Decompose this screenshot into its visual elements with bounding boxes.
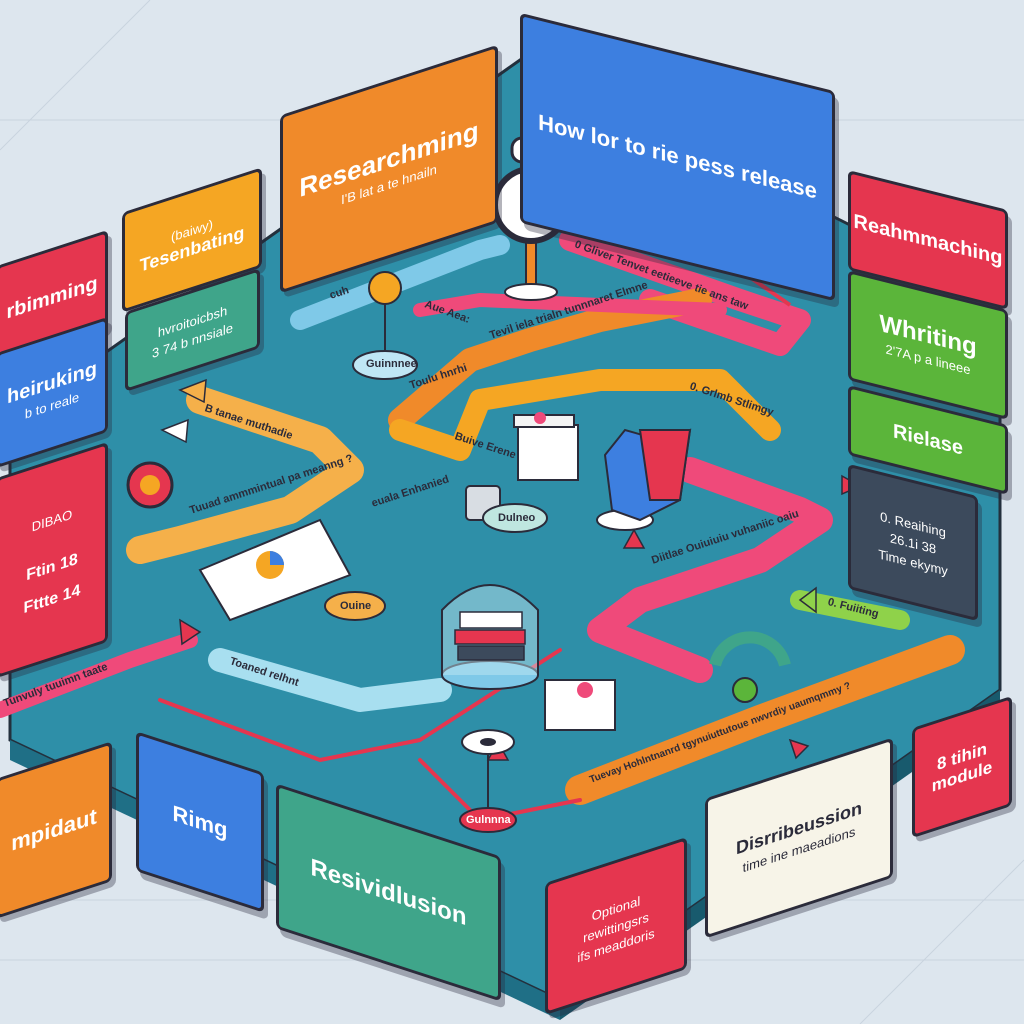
path-orange-2 bbox=[389, 369, 781, 461]
card-left-red-block: DIBAO Ftin 18 Fttte 14 bbox=[0, 441, 108, 679]
card-researching: Researchming I'B lat a te hnailn bbox=[280, 44, 498, 294]
card-left-red-block-line2: Fttte 14 bbox=[23, 582, 81, 618]
card-left-red-block-line1: Ftin 18 bbox=[26, 550, 78, 585]
card-rielase-text: Rielase bbox=[892, 419, 964, 460]
sun-target-icon bbox=[126, 461, 174, 509]
flow-paths bbox=[0, 229, 965, 822]
progress-dial-icon bbox=[709, 631, 791, 703]
path-label-7: Tuuad ammmintual pa meanng ? bbox=[188, 452, 355, 517]
card-left-red-block-top: DIBAO bbox=[31, 506, 73, 535]
node-label-2: Ouine bbox=[340, 600, 372, 612]
arrow-bottom-right bbox=[788, 738, 810, 760]
path-label-2: Aue Aea: bbox=[422, 298, 472, 326]
card-dark-panel: 0. Reaihing 26.1i 38 Time ekymy bbox=[848, 463, 978, 622]
path-blue-bottom bbox=[208, 648, 452, 712]
arrow-green bbox=[798, 586, 817, 614]
path-label-5: B tanae muthadie bbox=[203, 402, 295, 443]
arrow-left-red bbox=[179, 618, 202, 646]
arrow-left-orange bbox=[178, 378, 207, 404]
card-resividlusion-text: Resividlusion bbox=[310, 853, 467, 932]
path-label-8: euala Enhanied bbox=[370, 473, 451, 510]
path-label-10: Diitlae Ouiuiuiu vuhaniic oaiu bbox=[650, 507, 801, 567]
balloon-pin-icon bbox=[352, 271, 418, 380]
card-reahmmaching-text: Reahmmaching bbox=[853, 209, 1003, 270]
node-oval-3 bbox=[459, 807, 517, 833]
path-red-line-mid bbox=[158, 648, 562, 762]
card-left-red-text: rbimming bbox=[6, 271, 98, 324]
card-rimg-text: Rimg bbox=[172, 800, 228, 844]
glass-dome-books-icon bbox=[441, 584, 539, 690]
card-optional: Optional rewittingsrs ifs meaddoris bbox=[545, 836, 687, 1016]
path-pink-right bbox=[587, 457, 833, 683]
path-label-6: Buive Erene bbox=[453, 430, 518, 462]
card-rimg: Rimg bbox=[136, 731, 264, 913]
paper-stack-icon bbox=[544, 679, 616, 731]
node-label-4: Gulnnna bbox=[466, 814, 511, 826]
path-label-9: 0. Grlmb Stlimgy bbox=[688, 380, 775, 419]
card-title: How lor to rie pess release bbox=[520, 12, 835, 302]
chart-sculpture-icon bbox=[596, 428, 692, 531]
card-mpidaut: mpidaut bbox=[0, 741, 112, 919]
path-label-15: cuh bbox=[328, 284, 351, 302]
node-label-3: Guinnnee bbox=[366, 358, 417, 370]
card-mpidaut-text: mpidaut bbox=[11, 803, 97, 857]
report-document-icon bbox=[198, 518, 352, 622]
arrow-up-center bbox=[622, 528, 646, 549]
card-title-text: How lor to rie pess release bbox=[538, 109, 817, 205]
bottom-node-icon bbox=[461, 729, 515, 812]
card-module: 8 tihin module bbox=[912, 695, 1012, 839]
node-oval-2 bbox=[324, 591, 386, 621]
path-pink-mid bbox=[413, 293, 727, 317]
card-distribution: Disrribeussion time ine maeadions bbox=[705, 737, 893, 939]
path-label-4: Toulu hnrhi bbox=[408, 361, 469, 392]
path-label-11: Toaned relhnt bbox=[228, 655, 301, 689]
document-stack-icon bbox=[513, 412, 579, 481]
path-orange-left bbox=[126, 386, 364, 564]
node-oval-1 bbox=[482, 503, 548, 533]
node-label-1: Dulneo bbox=[498, 512, 536, 524]
path-blue-top bbox=[290, 235, 510, 330]
path-pink-left bbox=[0, 632, 198, 718]
path-orange-bottom bbox=[565, 635, 965, 805]
path-pink-top bbox=[559, 229, 811, 356]
path-label-3: Tevil iela trialn tunnnaret Elmne bbox=[488, 279, 650, 342]
arrow-left-white bbox=[160, 418, 189, 444]
path-label-13: 0. Fuiiting bbox=[826, 596, 880, 621]
